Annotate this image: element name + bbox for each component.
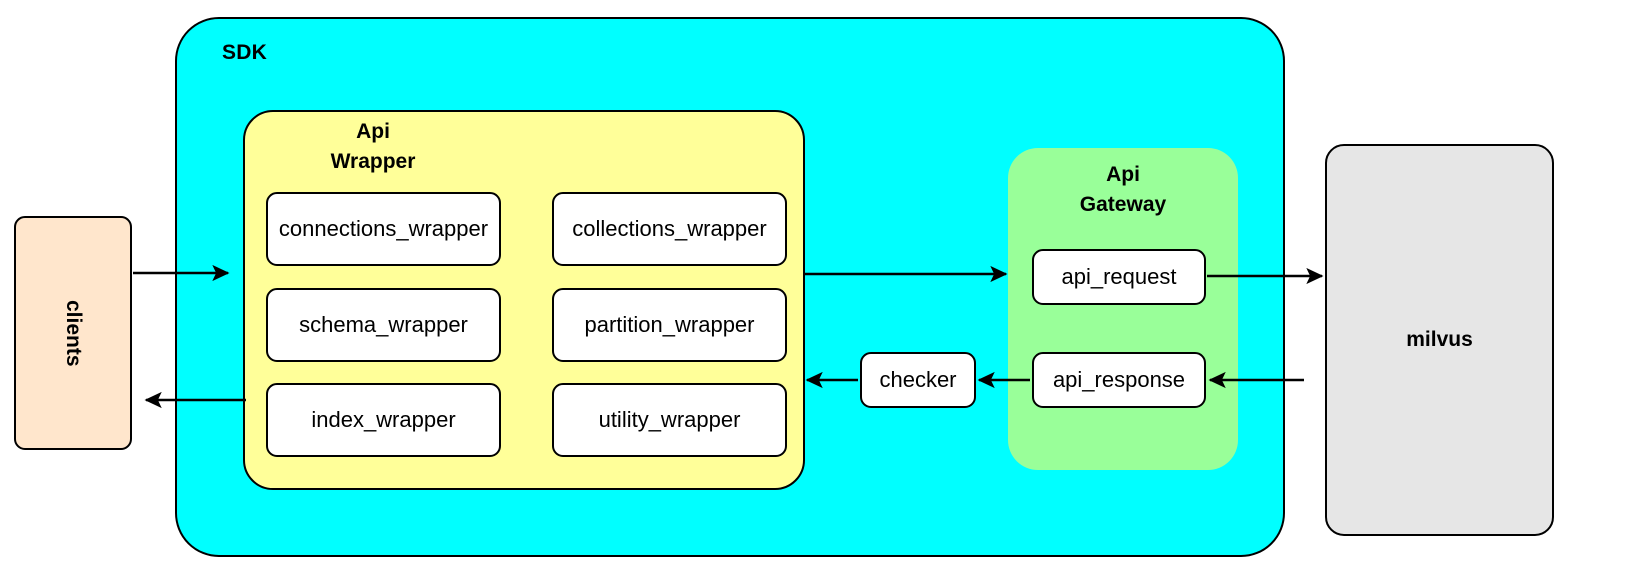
card-api-response[interactable]: api_response	[1032, 352, 1206, 408]
card-api-request[interactable]: api_request	[1032, 249, 1206, 305]
card-utility-wrapper[interactable]: utility_wrapper	[552, 383, 787, 457]
sdk-label: SDK	[222, 41, 267, 64]
api-gateway-label: Api Gateway	[1018, 160, 1228, 222]
milvus-node[interactable]: milvus	[1325, 144, 1554, 536]
card-checker[interactable]: checker	[860, 352, 976, 408]
api-gateway-label-line2: Gateway	[1079, 193, 1167, 216]
clients-node[interactable]: clients	[14, 216, 132, 450]
card-partition-wrapper[interactable]: partition_wrapper	[552, 288, 787, 362]
card-schema-wrapper[interactable]: schema_wrapper	[266, 288, 501, 362]
card-index-wrapper[interactable]: index_wrapper	[266, 383, 501, 457]
api-wrapper-label-line1: Api	[356, 120, 390, 143]
card-collections-wrapper[interactable]: collections_wrapper	[552, 192, 787, 266]
card-connections-wrapper[interactable]: connections_wrapper	[266, 192, 501, 266]
clients-label: clients	[62, 299, 85, 367]
api-wrapper-label-line2: Wrapper	[330, 150, 416, 173]
api-wrapper-label: Api Wrapper	[258, 113, 488, 175]
api-gateway-container	[1008, 148, 1238, 470]
api-gateway-label-line1: Api	[1106, 163, 1140, 186]
